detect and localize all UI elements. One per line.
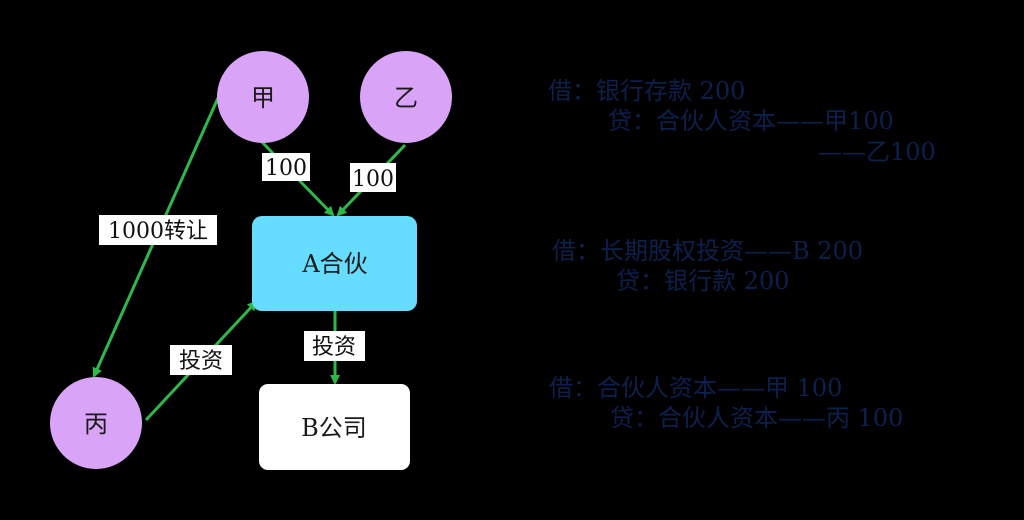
journal-entry-3-debit: 借：合伙人资本——甲 100	[549, 374, 843, 402]
node-jia: 甲	[217, 51, 309, 143]
journal-entry-2-credit: 贷：银行款 200	[616, 267, 790, 295]
node-partnership-label: A合伙	[301, 250, 367, 278]
node-partnership: A合伙	[252, 216, 417, 311]
journal-entry-3-credit: 贷：合伙人资本——丙 100	[610, 404, 904, 432]
edge-label-jia-amount-text: 100	[265, 156, 307, 181]
journal-entry-1-debit: 借：银行存款 200	[548, 77, 746, 105]
node-jia-label: 甲	[251, 84, 275, 112]
journal-entry-1-credit-jia: 贷：合伙人资本——甲100	[608, 107, 894, 135]
node-company-label: B公司	[301, 414, 367, 442]
node-yi: 乙	[360, 51, 452, 143]
edge-label-bing-invest: 投资	[170, 345, 232, 375]
node-bing-label: 丙	[84, 410, 108, 438]
node-yi-label: 乙	[394, 84, 418, 112]
journal-entry-2-debit: 借：长期股权投资——B 200	[552, 237, 864, 265]
edge-label-a-invest: 投资	[304, 331, 365, 361]
edge-label-transfer-text: 1000转让	[108, 219, 208, 244]
journal-entry-1-credit-yi: ——乙100	[818, 138, 936, 166]
edge-label-yi-amount-text: 100	[352, 167, 394, 192]
node-bing: 丙	[50, 377, 142, 469]
edge-label-yi-amount: 100	[350, 163, 396, 192]
node-company: B公司	[259, 384, 410, 470]
edge-label-bing-invest-text: 投资	[179, 349, 223, 374]
edge-label-a-invest-text: 投资	[312, 335, 356, 360]
edge-label-transfer: 1000转让	[99, 215, 217, 245]
edge-label-jia-amount: 100	[262, 153, 310, 181]
